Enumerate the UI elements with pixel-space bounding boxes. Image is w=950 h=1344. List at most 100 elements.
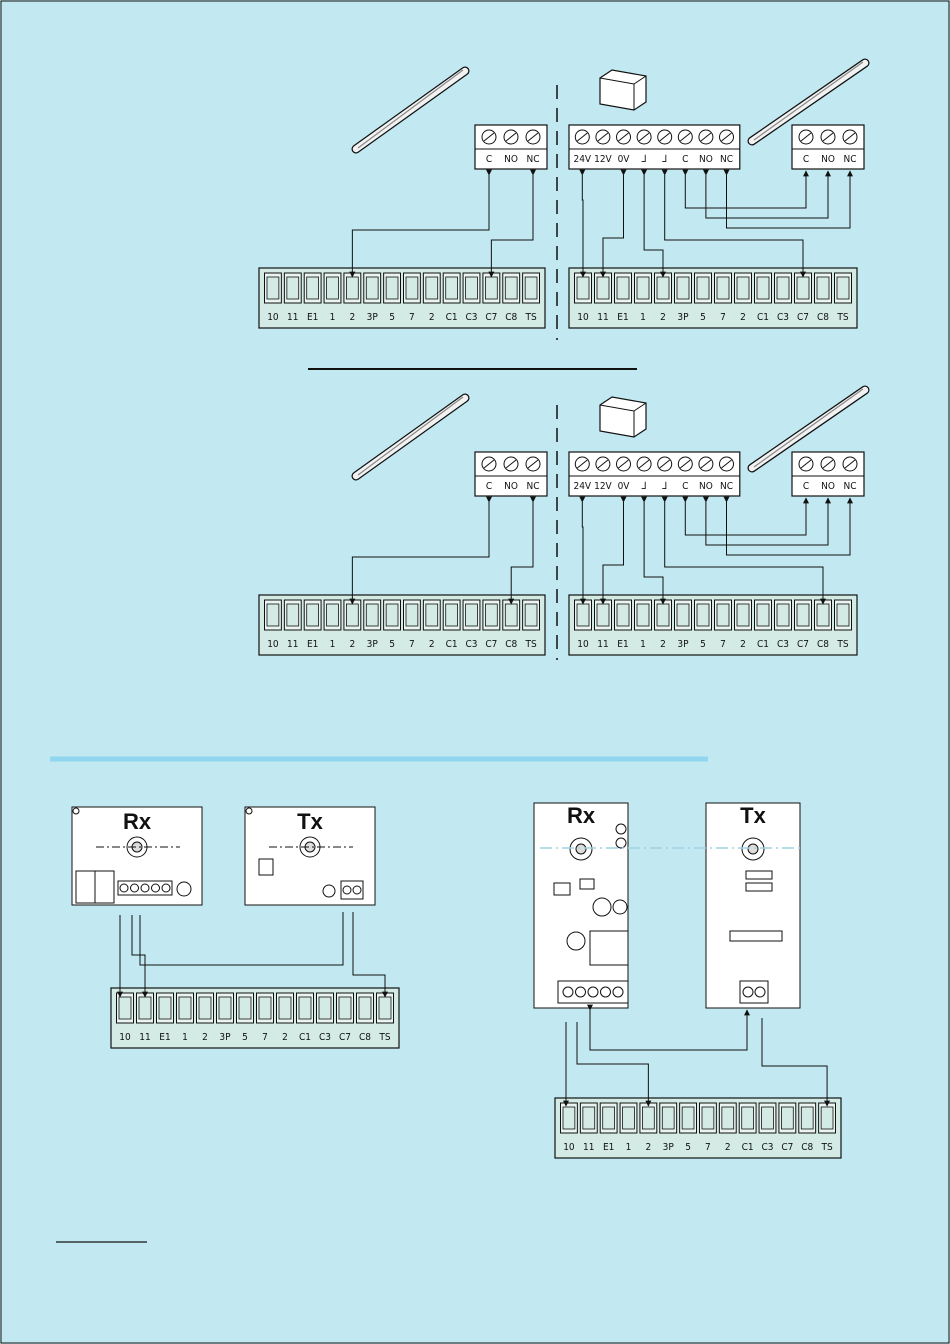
screw-icon — [754, 986, 766, 998]
wire — [661, 169, 806, 278]
left-terminal-label: 1 — [330, 312, 336, 323]
left-terminal-cell-inner — [425, 276, 439, 300]
bottom-right-terminal-block-frame — [554, 1097, 842, 1159]
power-unit-strip-label: NO — [699, 481, 713, 492]
bottom-right-terminal-label: C7 — [781, 1142, 793, 1153]
bottom-right-terminal-cell-inner — [800, 1106, 814, 1130]
left-terminal-label: C1 — [446, 312, 458, 323]
left-terminal-label: 10 — [267, 312, 279, 323]
wire — [139, 912, 344, 966]
screw-slot-icon — [844, 132, 856, 142]
left-terminal-label: C3 — [465, 639, 477, 650]
bottom-left-terminal-label: TS — [378, 1032, 390, 1043]
right-terminal-block-frame — [568, 594, 858, 656]
left-terminal-cell-inner — [445, 603, 458, 627]
left-terminal-label: 11 — [287, 639, 298, 650]
right-terminal-label: 1 — [640, 312, 646, 323]
screw-slot-icon — [700, 459, 712, 469]
right-terminal-cell-inner — [696, 603, 710, 627]
right-terminal-cell-inner — [816, 276, 830, 300]
bottom-right-terminal-cell-inner — [661, 1106, 675, 1130]
wire — [723, 169, 853, 229]
bottom-left-terminal-label: 1 — [182, 1032, 188, 1043]
left-terminal-label: C8 — [505, 639, 517, 650]
right-terminal-cell-inner — [696, 276, 710, 300]
bottom-right-terminal-cell-inner — [602, 1106, 615, 1130]
right-terminal-cell-inner — [756, 276, 770, 300]
right-terminal-label: C3 — [777, 312, 789, 323]
bottom-left-terminal-label: C7 — [339, 1032, 351, 1043]
power-unit-strip-label: 12V — [594, 481, 612, 492]
right-terminal-cell-inner — [596, 603, 610, 627]
trimmer-icon — [612, 899, 628, 915]
screw-slot-icon — [483, 132, 495, 142]
left-terminal-label: 3P — [367, 639, 379, 650]
resistor-icon — [745, 870, 773, 880]
screw-icon — [562, 986, 574, 998]
right-terminal-label: 11 — [597, 639, 608, 650]
left-terminal-label: E1 — [307, 312, 318, 323]
screw-slot-icon — [576, 132, 588, 142]
sensor-strip-left-label: NC — [526, 154, 539, 165]
right-terminal-cell-inner — [676, 603, 690, 627]
right-terminal-label: 1 — [640, 639, 646, 650]
sensor-tube-shade — [753, 388, 864, 468]
wire — [661, 496, 826, 605]
left-terminal-label: 1 — [330, 639, 336, 650]
left-terminal-cell-inner — [346, 603, 359, 627]
right-terminal-cell-inner — [576, 603, 590, 627]
wire — [723, 496, 853, 556]
right-terminal-label: 10 — [577, 639, 589, 650]
right-terminal-label: 2 — [740, 312, 746, 323]
wire — [508, 496, 536, 605]
wire — [682, 496, 809, 536]
left-terminal-cell-inner — [504, 603, 518, 627]
right-terminal-cell-inner — [616, 276, 630, 300]
right-terminal-cell-inner — [716, 603, 730, 627]
photocell-rx-tall-label: Rx — [567, 803, 596, 828]
left-terminal-cell-inner — [365, 603, 379, 627]
bottom-right-terminal-label: 3P — [663, 1142, 675, 1153]
right-terminal-cell-inner — [656, 276, 670, 300]
wire — [702, 169, 831, 219]
power-unit-strip-label: NC — [720, 481, 733, 492]
bottom-left-terminal-cell-inner — [278, 996, 292, 1020]
right-terminal-cell-inner — [736, 603, 750, 627]
sensor-strip-right-label: C — [803, 481, 809, 492]
power-unit-strip-label: ⅃ — [661, 481, 667, 492]
lens-core-icon — [747, 843, 759, 855]
bottom-right-terminal-cell-inner — [820, 1106, 834, 1130]
bottom-left-terminal-label: 11 — [139, 1032, 150, 1043]
right-terminal-label: 7 — [720, 312, 726, 323]
screw-icon — [342, 885, 352, 895]
left-terminal-cell-inner — [365, 276, 379, 300]
right-terminal-label: C8 — [817, 312, 829, 323]
bottom-right-terminal-label: 10 — [563, 1142, 575, 1153]
right-terminal-cell-inner — [796, 276, 810, 300]
control-box-icon — [599, 69, 647, 111]
wire — [682, 169, 809, 209]
left-terminal-label: 11 — [287, 312, 298, 323]
left-terminal-block-frame — [258, 267, 546, 329]
screw-slot-icon — [800, 459, 812, 469]
left-terminal-label: 2 — [429, 312, 435, 323]
left-terminal-cell-inner — [385, 276, 399, 300]
left-terminal-cell-inner — [346, 276, 359, 300]
right-terminal-label: 5 — [700, 312, 706, 323]
power-unit-strip-label: NO — [699, 154, 713, 165]
bottom-left-terminal-label: C8 — [359, 1032, 371, 1043]
left-terminal-cell-inner — [286, 276, 300, 300]
bottom-right-terminal-label: 5 — [685, 1142, 691, 1153]
right-terminal-label: TS — [836, 639, 848, 650]
bottom-left-terminal-cell-inner — [158, 996, 172, 1020]
photocell-rx: Rx — [71, 806, 203, 906]
left-terminal-cell-inner — [425, 603, 439, 627]
bottom-left-terminal-label: 2 — [282, 1032, 288, 1043]
left-terminal-cell-inner — [465, 276, 478, 300]
mount-hole-icon — [245, 807, 253, 815]
left-terminal-cell-inner — [306, 276, 319, 300]
right-terminal-label: 2 — [740, 639, 746, 650]
left-terminal-label: C7 — [485, 639, 497, 650]
